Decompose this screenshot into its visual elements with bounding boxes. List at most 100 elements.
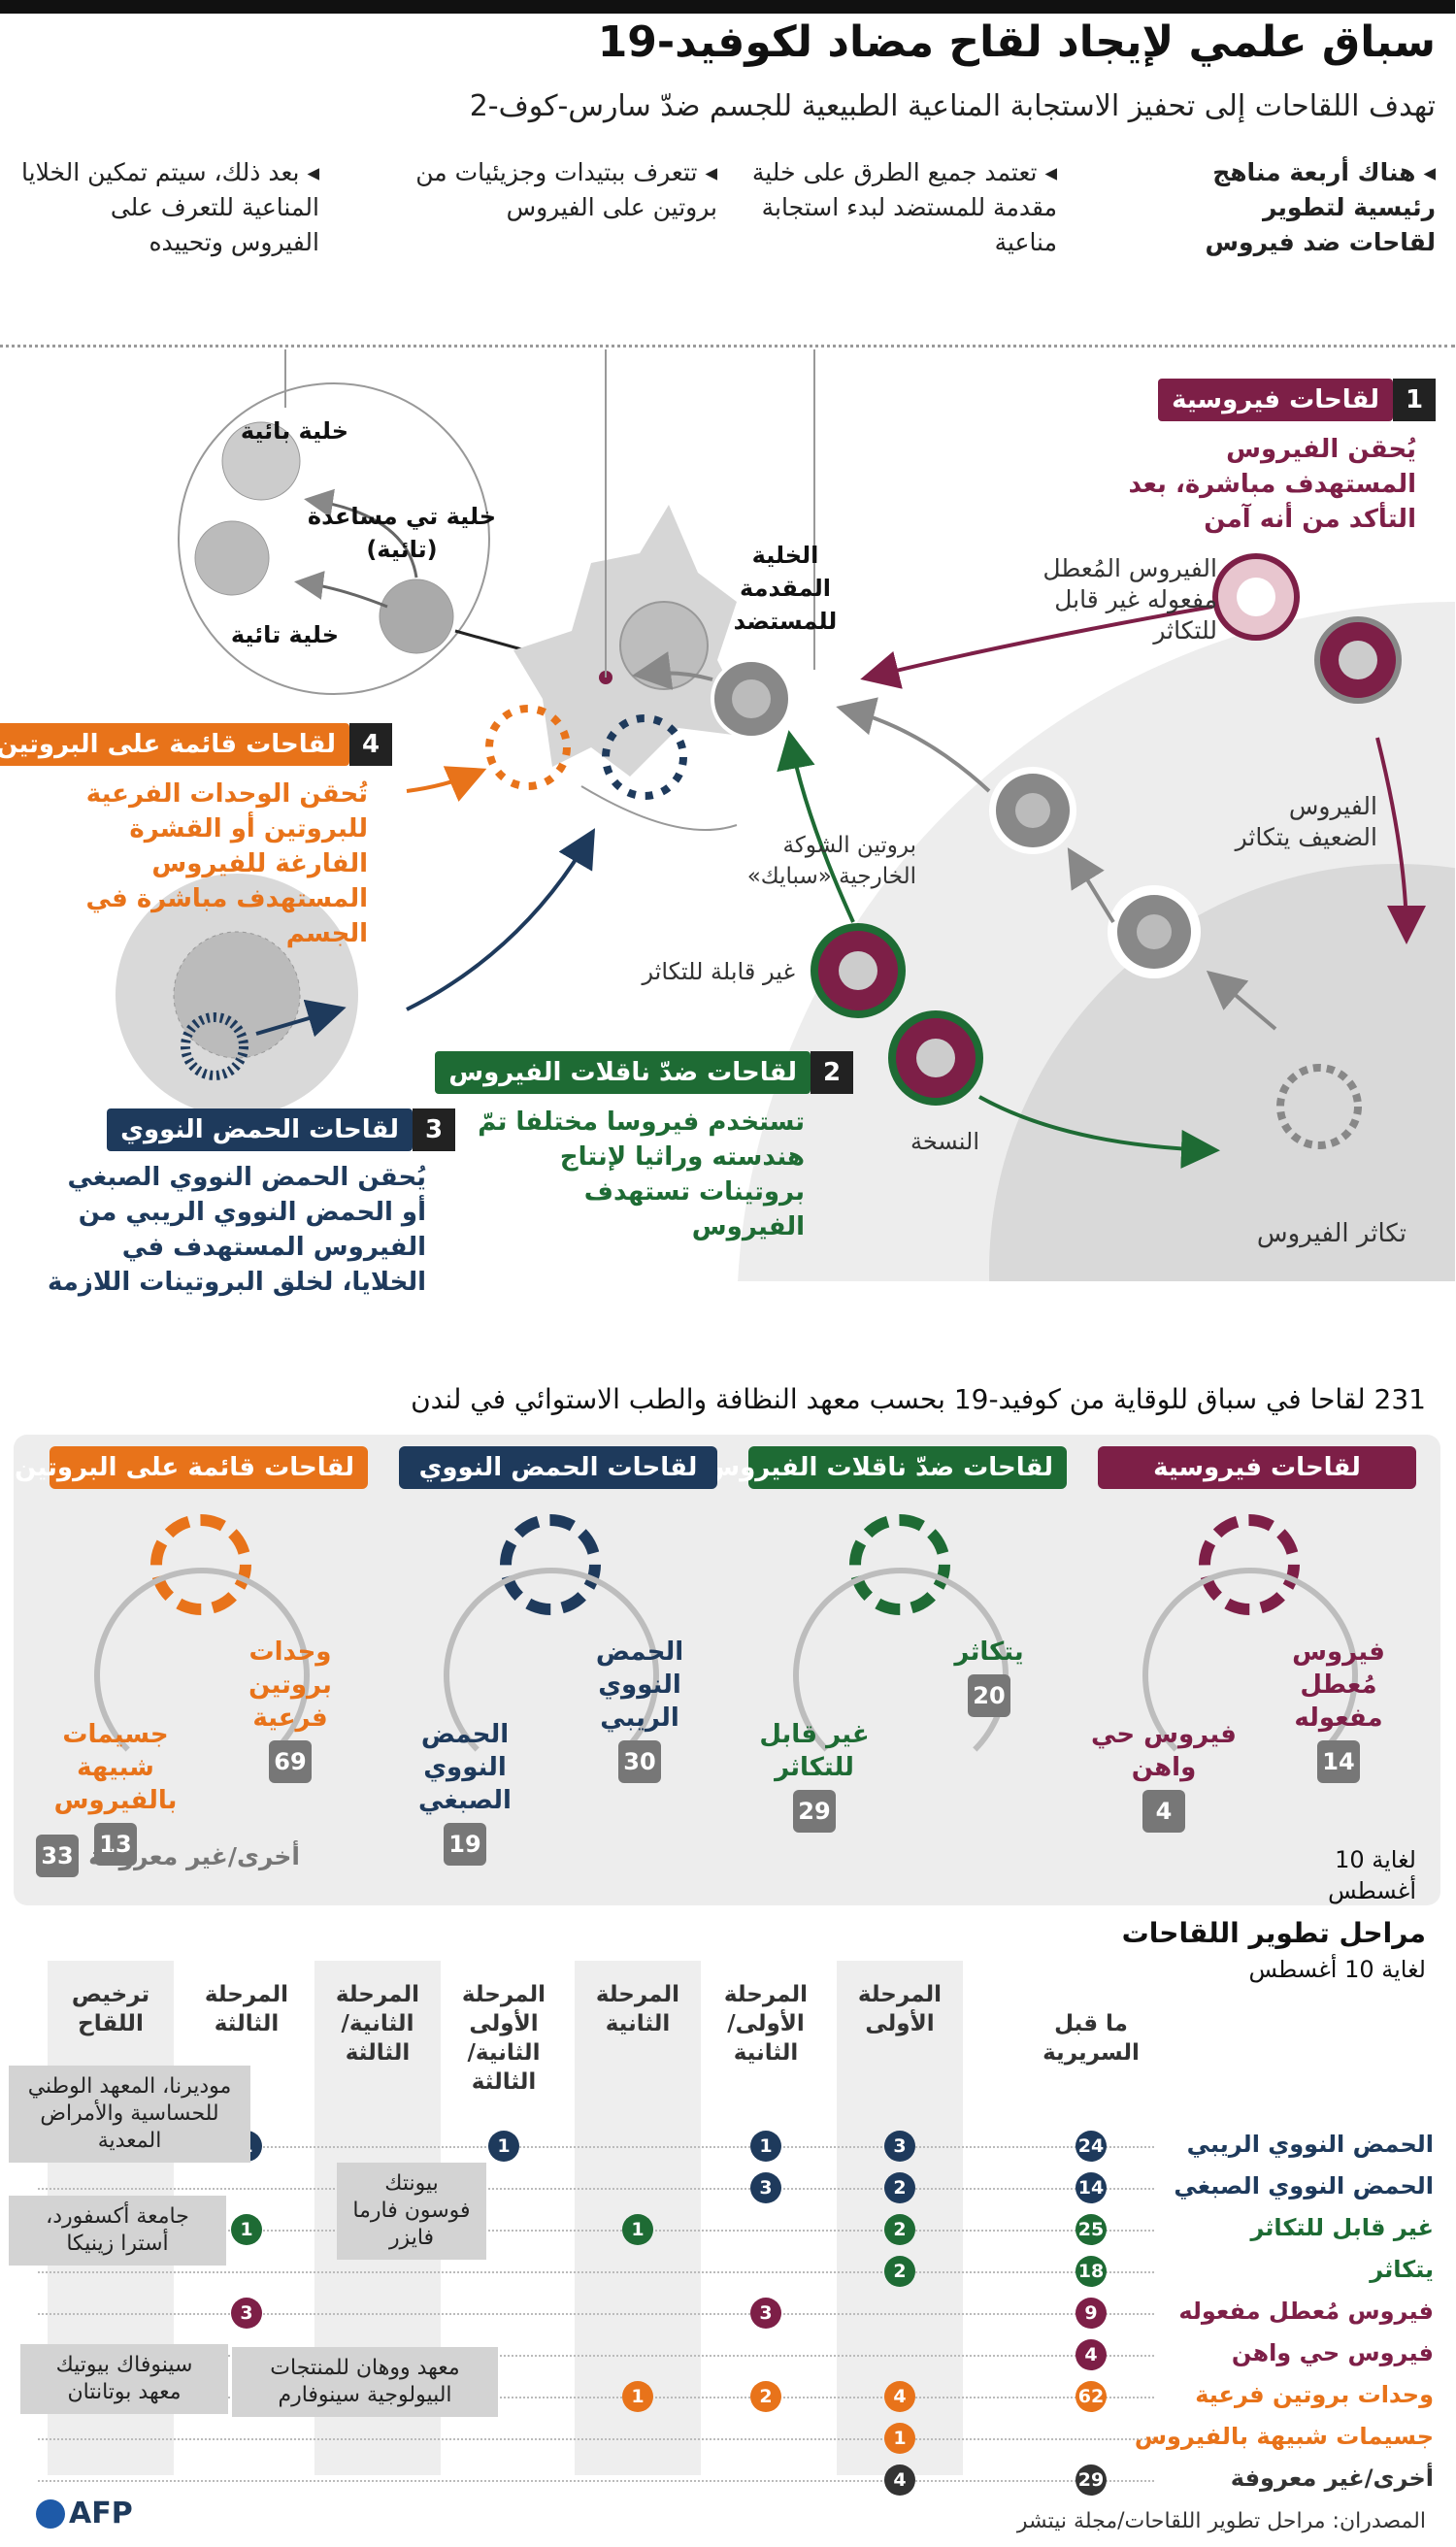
stage-count: 4 xyxy=(1076,2339,1108,2370)
stage-column-header: المرحلة الأولى الثانية/الثالثة xyxy=(462,1982,547,2095)
replication-label: تكاثر الفيروس xyxy=(1257,1219,1407,1248)
race-item-name: الحمض النووي الصبغي xyxy=(419,1720,513,1815)
method-4-desc: تُحقن الوحدات الفرعية للبروتين أو القشرة… xyxy=(86,779,369,948)
stage-count: 24 xyxy=(1076,2131,1108,2162)
stage-row-line xyxy=(39,2146,1155,2148)
method-2-number: 2 xyxy=(811,1051,854,1094)
stage-count: 2 xyxy=(751,2381,782,2412)
race-group-label: لقاحات الحمض النووي xyxy=(400,1446,718,1489)
page-title: سباق علمي لإيجاد لقاح مضاد لكوفيد-19 xyxy=(598,17,1437,67)
race-item: جسيمات شبيهة بالفيروس 13 xyxy=(39,1718,194,1866)
race-group-label: لقاحات قائمة على البروتين xyxy=(16,1446,369,1489)
method-3-label: لقاحات الحمض النووي xyxy=(108,1108,414,1151)
stage-count: 1 xyxy=(751,2131,782,2162)
virus-rep-3 xyxy=(1277,1064,1363,1149)
race-item-name: جسيمات شبيهة بالفيروس xyxy=(54,1720,179,1815)
stage-count: 18 xyxy=(1076,2256,1108,2287)
race-item-name: غير قابل للتكاثر xyxy=(760,1720,871,1782)
copy-label: النسخة xyxy=(911,1128,980,1155)
stage-count: 1 xyxy=(885,2423,916,2454)
stage-row-line xyxy=(39,2230,1155,2232)
stage-row-line xyxy=(39,2438,1155,2440)
stage-column-header: ما قبل السريرية xyxy=(1043,2011,1141,2066)
stages-heading: مراحل تطوير اللقاحات xyxy=(1122,1917,1427,1949)
virus-rep-2 xyxy=(1109,885,1202,978)
race-group: لقاحات قائمة على البروتين وحدات بروتين فر… xyxy=(16,1446,379,1873)
race-other-count: 33 xyxy=(37,1835,81,1877)
stage-count: 2 xyxy=(885,2256,916,2287)
race-item-name: فيروس مُعطل مفعوله xyxy=(1293,1637,1386,1733)
race-item-count: 29 xyxy=(794,1790,837,1833)
stage-row-line xyxy=(39,2480,1155,2482)
stage-row-label: فيروس مُعطل مفعوله xyxy=(1179,2298,1435,2325)
stage-count: 3 xyxy=(885,2131,916,2162)
sources: المصدران: مراحل تطوير اللقاحات/مجلة نيتش… xyxy=(1017,2509,1427,2533)
method-4-number: 4 xyxy=(350,723,393,766)
method-4-header: 4 لقاحات قائمة على البروتين xyxy=(0,723,393,766)
race-item-count: 13 xyxy=(95,1823,138,1866)
top-bar xyxy=(0,0,1456,14)
race-heading: 231 لقاحا في سباق للوقاية من كوفيد-19 بح… xyxy=(412,1383,1427,1415)
stage-count: 4 xyxy=(885,2464,916,2496)
race-item: فيروس حي واهن 4 xyxy=(1087,1718,1242,1833)
stage-column-header: المرحلة الثانية xyxy=(596,1982,681,2036)
t-cell-label: خلية تائية xyxy=(231,621,340,648)
race-group-arc xyxy=(445,1568,660,1783)
inactivated-note: الفيروس المُعطل مفعوله غير قابل للتكاثر xyxy=(1043,554,1218,645)
intro-col-2: ◂ تعتمد جميع الطرق على خلية مقدمة للمستض… xyxy=(752,158,1058,256)
stage-column-header: المرحلة الثانية/الثالثة xyxy=(336,1982,421,2066)
race-item-count: 69 xyxy=(270,1740,313,1783)
stage-row-line xyxy=(39,2188,1155,2190)
race-group-arc xyxy=(95,1568,311,1783)
vector-virus-1 xyxy=(811,923,907,1018)
method-1-header: 1 لقاحات فيروسية xyxy=(1159,379,1437,421)
intro-col-1: ◂ هناك أربعة مناهج رئيسية لتطوير لقاحات … xyxy=(1206,158,1437,256)
stage-row-label: يتكاثر xyxy=(1371,2256,1435,2283)
race-item-name: فيروس حي واهن xyxy=(1092,1720,1238,1782)
method-3-number: 3 xyxy=(414,1108,456,1151)
race-item-count: 14 xyxy=(1318,1740,1361,1783)
race-item-count: 4 xyxy=(1143,1790,1186,1833)
stage-row-label: أخرى/غير معروفة xyxy=(1231,2464,1435,2492)
race-asof: لغاية 10 أغسطس xyxy=(1329,1846,1417,1904)
method-3-desc: يُحقن الحمض النووي الصبغي أو الحمض النوو… xyxy=(48,1163,427,1297)
stage-count: 1 xyxy=(623,2214,654,2245)
stage-count: 2 xyxy=(885,2214,916,2245)
stage-count: 1 xyxy=(489,2131,520,2162)
dotted-divider xyxy=(0,345,1456,347)
callout-sinovac: سينوفاك بيوتيك معهد بوتانتان xyxy=(21,2344,229,2414)
stage-count: 29 xyxy=(1076,2464,1108,2496)
virus-inactivated xyxy=(1213,553,1301,641)
stage-row-label: غير قابل للتكاثر xyxy=(1251,2214,1435,2241)
stages-asof: لغاية 10 أغسطس xyxy=(1249,1956,1427,1983)
stage-count: 3 xyxy=(751,2172,782,2203)
virus-apc xyxy=(711,658,793,740)
stage-row-label: الحمض النووي الصبغي xyxy=(1175,2172,1435,2200)
stage-row-line xyxy=(39,2397,1155,2398)
intro-col-3: ◂ تتعرف ببتيدات وجزيئيات من بروتين على ا… xyxy=(416,158,718,221)
method-2-label: لقاحات ضدّ ناقلات الفيروس xyxy=(436,1051,811,1094)
stage-column-header: المرحلة الثالثة xyxy=(205,1982,290,2036)
stage-count: 9 xyxy=(1076,2298,1108,2329)
mechanism-diagram xyxy=(116,349,1456,1281)
method-3-header: 3 لقاحات الحمض النووي xyxy=(108,1108,456,1151)
stage-column-header: المرحلة الأولى xyxy=(858,1982,943,2036)
stage-count: 2 xyxy=(885,2172,916,2203)
callout-biontech: بيونتك فوسون فارما فايزر xyxy=(338,2163,487,2260)
weakened-note: الفيروس الضعيف يتكاثر xyxy=(1236,792,1378,851)
stage-count: 3 xyxy=(232,2298,263,2329)
stage-count: 1 xyxy=(232,2214,263,2245)
callout-moderna: موديرنا، المعهد الوطني للحساسية والأمراض… xyxy=(10,2066,251,2163)
virus-rep-1 xyxy=(990,767,1077,854)
replication-region xyxy=(990,864,1456,1281)
stage-count: 25 xyxy=(1076,2214,1108,2245)
race-group-arc xyxy=(1143,1568,1359,1783)
stage-count: 62 xyxy=(1076,2381,1108,2412)
race-item-name: يتكاثر xyxy=(955,1637,1025,1667)
